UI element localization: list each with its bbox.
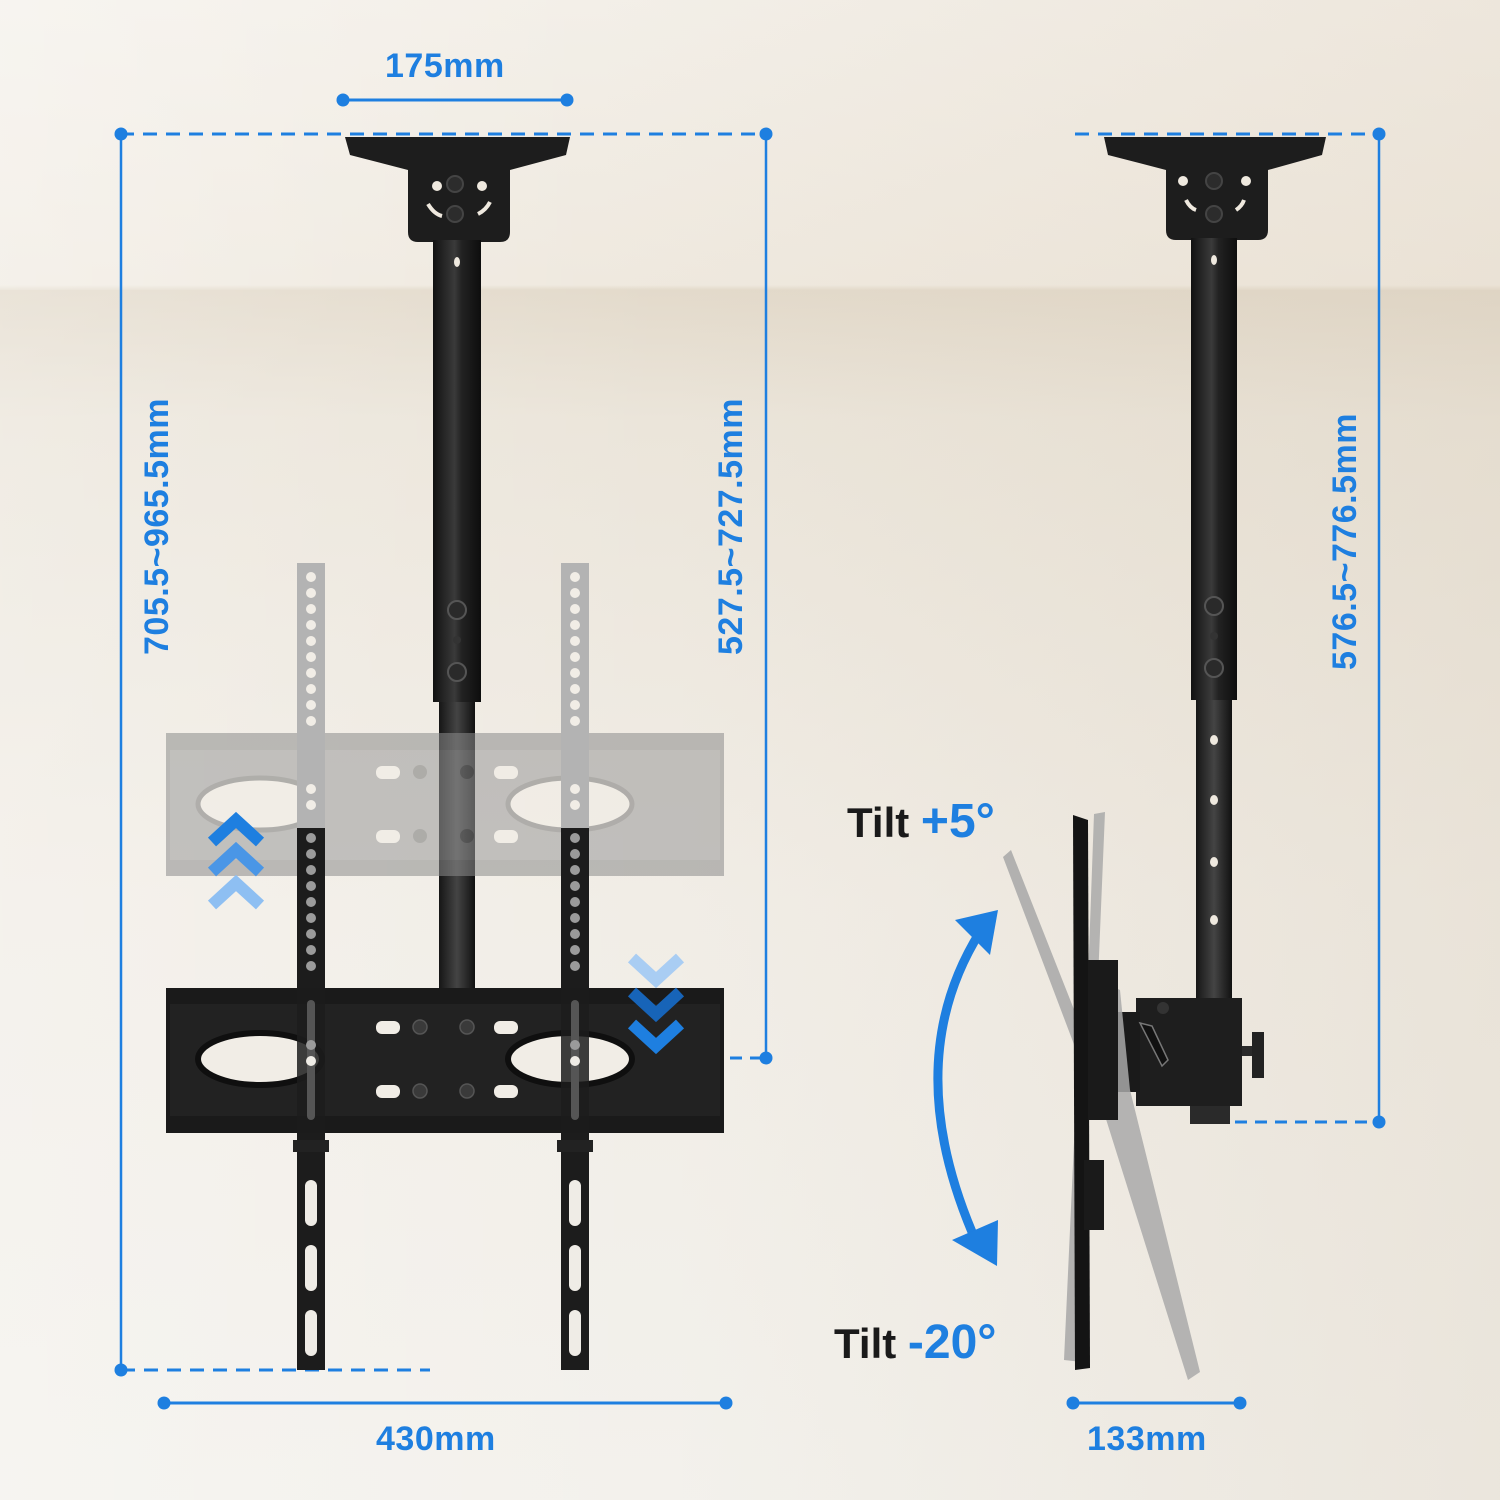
adjust-up-chevrons-icon (207, 811, 265, 910)
dimension-line-total-height (114, 127, 430, 1377)
bracket-plate-lowered (166, 988, 724, 1152)
tilt-down-value: -20° (907, 1316, 997, 1369)
dimension-line-pole-height (690, 127, 773, 1065)
side-height-range-label: 576.5~776.5mm (1326, 413, 1364, 670)
front-view (114, 93, 773, 1410)
tilt-down-annotation: Tilt -20° (834, 1315, 996, 1370)
tilt-down-label: Tilt (834, 1320, 897, 1367)
side-view (933, 127, 1386, 1410)
outer-pole-side (1191, 238, 1237, 700)
inner-pole-side (1196, 700, 1232, 1000)
total-height-range-label: 705.5~965.5mm (138, 398, 176, 655)
ceiling-plate-side (1104, 137, 1326, 240)
dimension-line-top-plate (336, 93, 574, 107)
ghost-bracket-raised (166, 733, 724, 876)
tilt-head (1110, 998, 1264, 1124)
tilt-up-annotation: Tilt +5° (847, 794, 995, 849)
dimension-line-depth (1066, 1396, 1247, 1410)
tilt-up-label: Tilt (847, 799, 910, 846)
ghost-straps-raised (297, 563, 589, 828)
outer-pole-front (433, 240, 481, 702)
tv-panel-side (1073, 815, 1118, 1370)
top-plate-width-label: 175mm (385, 47, 505, 85)
bracket-width-label: 430mm (376, 1420, 496, 1458)
dimension-line-side-height (1215, 127, 1386, 1129)
adjust-down-chevrons-icon (627, 953, 685, 1055)
tilt-up-value: +5° (920, 795, 995, 848)
depth-label: 133mm (1087, 1420, 1207, 1458)
tilt-arrow-icon (933, 910, 998, 1266)
ceiling-plate-front (345, 137, 570, 242)
pole-height-range-label: 527.5~727.5mm (712, 398, 750, 655)
dimension-line-bracket-width (157, 1396, 733, 1410)
